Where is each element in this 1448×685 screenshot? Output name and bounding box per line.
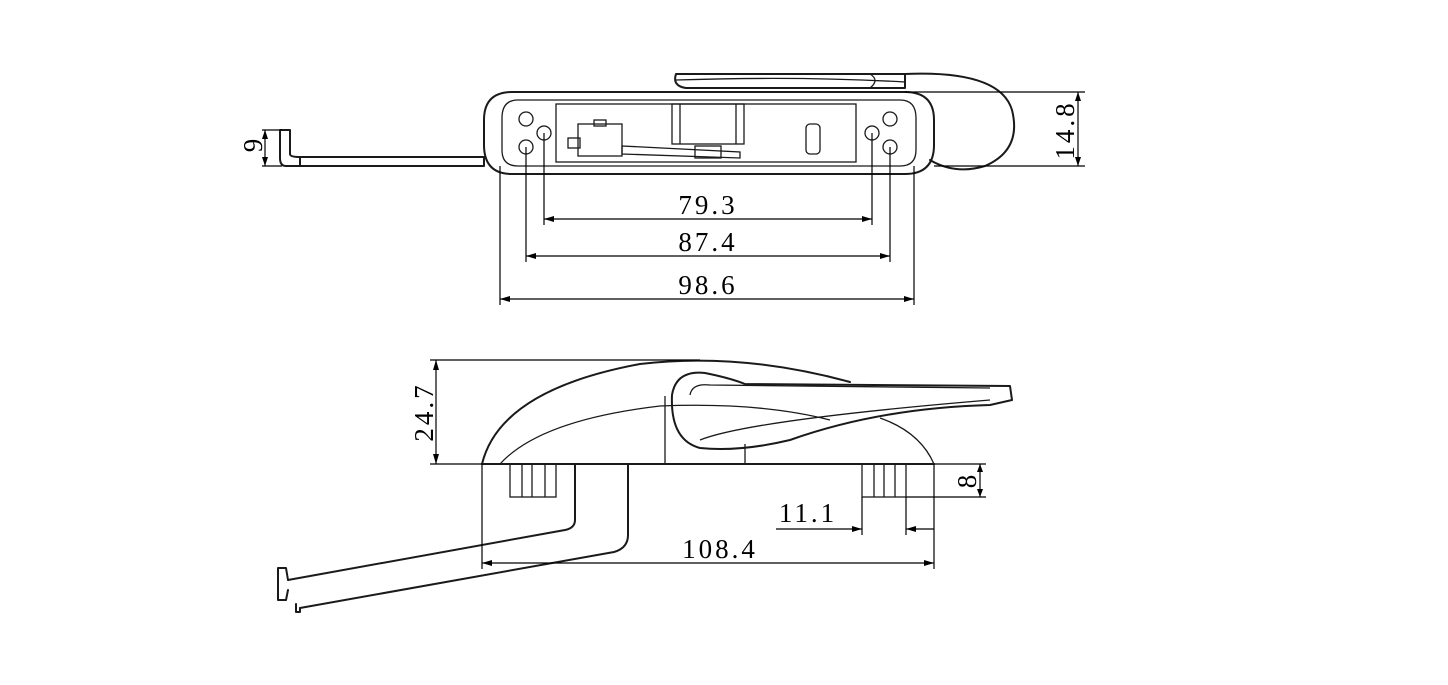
dimension-label: 8 bbox=[952, 472, 982, 489]
side-view-arm bbox=[277, 463, 629, 613]
dimension-base-height: 14.8 bbox=[905, 91, 1085, 167]
dimension-arm-hook-height: 9 bbox=[238, 129, 282, 167]
screw-hole bbox=[518, 111, 534, 127]
dimension-label: 14.8 bbox=[1050, 100, 1080, 159]
side-view-handle bbox=[670, 371, 1013, 450]
dimension-label: 9 bbox=[238, 136, 268, 153]
dimension-overall-length: 108.4 bbox=[481, 464, 935, 569]
dimension-hole-spacing-outer: 87.4 bbox=[525, 147, 891, 262]
dimension-post-width: 11.1 bbox=[776, 497, 934, 535]
top-view-mechanism bbox=[567, 103, 821, 159]
dimension-overall-height: 24.7 bbox=[409, 359, 700, 465]
screw-hole bbox=[882, 111, 898, 127]
top-view-handle bbox=[674, 72, 1016, 171]
dimension-label: 79.3 bbox=[678, 190, 737, 220]
dimension-base-length: 98.6 bbox=[499, 166, 915, 305]
side-view: 24.7 8 11.1 108.4 bbox=[277, 359, 1013, 613]
dimension-label: 87.4 bbox=[678, 227, 737, 257]
dimension-label: 24.7 bbox=[409, 382, 439, 441]
side-view-posts bbox=[509, 463, 907, 498]
dimension-label: 108.4 bbox=[682, 534, 758, 564]
dimension-hole-spacing-inner: 79.3 bbox=[543, 133, 873, 225]
top-view: 9 14.8 79.3 87.4 bbox=[238, 72, 1085, 305]
side-view-body bbox=[481, 359, 935, 465]
top-view-base bbox=[483, 91, 935, 175]
dimension-label: 98.6 bbox=[678, 270, 737, 300]
dimension-post-height: 8 bbox=[906, 463, 986, 498]
dimension-label: 11.1 bbox=[779, 498, 837, 528]
top-view-arm bbox=[279, 129, 485, 167]
